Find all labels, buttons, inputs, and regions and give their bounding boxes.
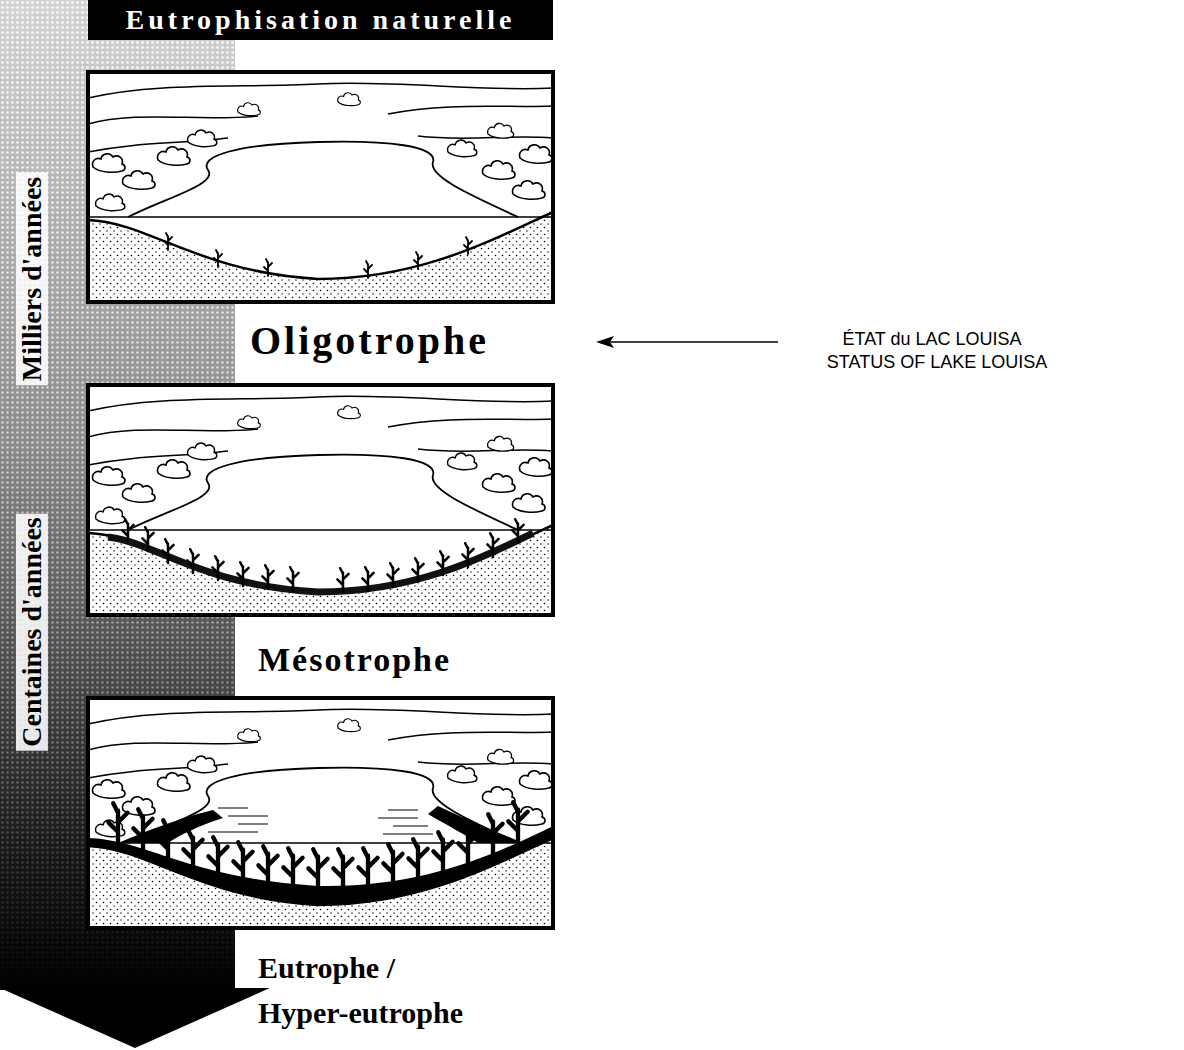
- mesotrophic-lake-g-use: [122, 519, 133, 543]
- annotation-text: STATUS OF LAKE LOUISA: [827, 352, 1047, 373]
- stage-label-slot: Mésotrophe: [258, 640, 451, 679]
- eutrophic-lake-g-use: [408, 839, 427, 880]
- mesotrophic-lake-g-use: [287, 567, 298, 591]
- eutrophic-lake-g-use: [333, 849, 352, 890]
- eutrophic-lake-g-use: [183, 830, 202, 871]
- mesotrophic-lake-g-use: [437, 551, 448, 575]
- oligotrophic-lake-g-use: [364, 261, 372, 278]
- title-slot: Eutrophisation naturelle: [88, 0, 553, 40]
- stage-label: Eutrophe / Hyper-eutrophe: [258, 945, 480, 1035]
- title-bar: [88, 0, 553, 40]
- stage-label: Mésotrophe: [258, 640, 451, 679]
- eutrophic-lake-rect: [88, 698, 553, 928]
- mesotrophic-lake-g-use: [262, 565, 273, 589]
- oligotrophic-lake-g-use: [164, 233, 172, 250]
- eutrophic-lake-g-use: [283, 848, 302, 889]
- oligotrophic-lake-rect: [88, 72, 553, 302]
- annotation-text-slot: STATUS OF LAKE LOUISA: [827, 352, 1047, 373]
- eutrophic-lake-g-use: [88, 709, 553, 928]
- stage-label-slot: Eutrophe / Hyper-eutrophe: [258, 945, 480, 1035]
- eutrophic-lake-g-use: [108, 803, 127, 844]
- oligotrophic-lake-g-use: [264, 259, 272, 276]
- eutrophic-lake-g-use: [358, 848, 377, 889]
- annotation-text-slot: ÉTAT du LAC LOUISA: [842, 329, 1021, 350]
- time-scale-label-slot: Milliers d'années: [16, 173, 48, 386]
- time-scale-label: Centaines d'années: [16, 513, 48, 750]
- mesotrophic-lake-g-use: [412, 558, 423, 582]
- mesotrophic-lake-g-use: [237, 562, 248, 586]
- mesotrophic-lake-g-use: [142, 527, 153, 551]
- mesotrophic-lake-g-use: [212, 556, 223, 580]
- eutrophic-lake-g-use: [158, 820, 177, 861]
- oligotrophic-lake-g-use: [214, 250, 222, 267]
- eutrophic-lake-g-use: [458, 824, 477, 865]
- eutrophic-lake-g-path: [208, 808, 433, 834]
- status-pointer-arrow-path: [596, 336, 614, 348]
- oligotrophic-lake-g-use: [464, 237, 472, 254]
- time-scale-label: Milliers d'années: [16, 173, 48, 386]
- mesotrophic-lake: [88, 385, 553, 617]
- eutrophic-lake-g: [88, 698, 553, 928]
- eutrophic-lake-g-use: [383, 844, 402, 885]
- oligotrophic-lake-g: [88, 72, 553, 302]
- eutrophic-lake-g-use: [258, 846, 277, 887]
- mesotrophic-lake-g-use: [512, 519, 523, 543]
- mesotrophic-lake-g-use: [362, 567, 373, 591]
- mesotrophic-lake-g-use: [462, 543, 473, 567]
- mesotrophic-lake-g-use: [88, 396, 553, 615]
- eutrophic-lake-g-use: [133, 809, 152, 850]
- mesotrophic-lake-rect: [88, 385, 553, 615]
- annotation-text: ÉTAT du LAC LOUISA: [842, 329, 1021, 350]
- time-scale-label-slot: Centaines d'années: [16, 513, 48, 750]
- eutrophic-lake-g-use: [508, 802, 527, 843]
- eutrophic-lake: [88, 698, 553, 930]
- eutrophic-lake-g-use: [483, 814, 502, 855]
- eutrophic-lake-g-use: [208, 837, 227, 878]
- oligotrophic-lake: [88, 72, 553, 304]
- mesotrophic-lake-g-use: [162, 539, 173, 563]
- mesotrophic-lake-g: [88, 385, 553, 615]
- mesotrophic-lake-g-use: [337, 568, 348, 592]
- mesotrophic-lake-g-use: [387, 563, 398, 587]
- time-arrow-polygon: [0, 988, 270, 1048]
- mesotrophic-lake-g-path: [108, 533, 533, 592]
- eutrophic-lake-g-use: [233, 842, 252, 883]
- mesotrophic-lake-g-use: [487, 533, 498, 557]
- stage-label-slot: Oligotrophe: [250, 318, 489, 364]
- eutrophic-lake-g-use: [433, 832, 452, 873]
- diagram-title: Eutrophisation naturelle: [126, 4, 516, 36]
- eutrophic-lake-g-use: [308, 849, 327, 890]
- stage-label: Oligotrophe: [250, 318, 489, 364]
- status-pointer-arrow-line: [610, 341, 778, 343]
- mesotrophic-lake-g-use: [187, 549, 198, 573]
- oligotrophic-lake-g-use: [414, 252, 422, 269]
- status-pointer-arrow: [596, 336, 778, 348]
- oligotrophic-lake-g-use: [88, 83, 553, 302]
